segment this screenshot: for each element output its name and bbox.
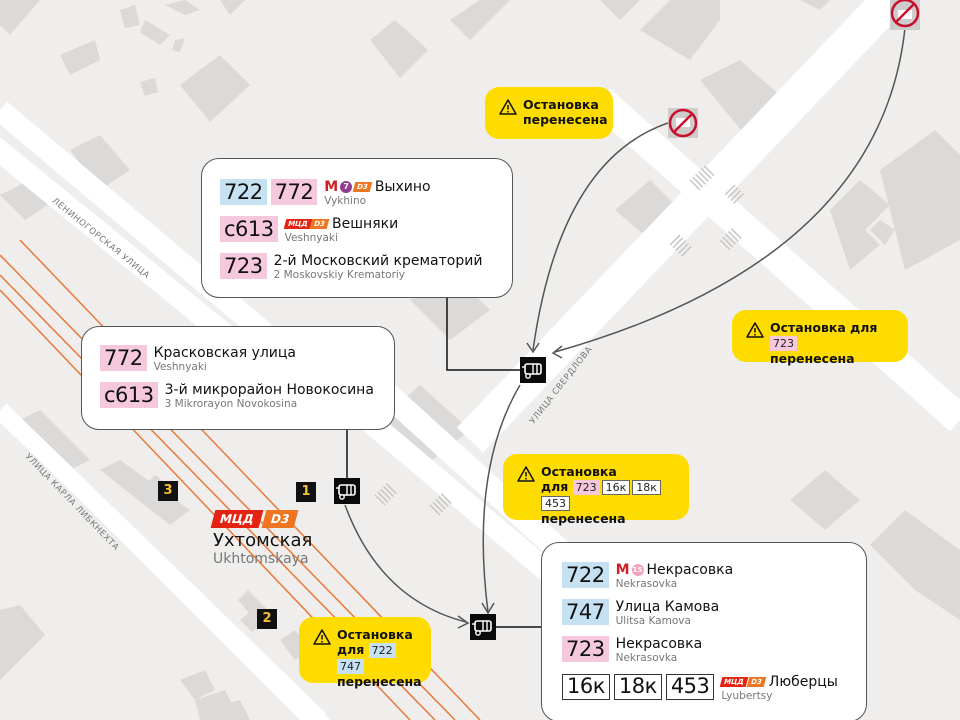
destination-row: 722 М 15 Некрасовка Nekrasovka bbox=[562, 562, 733, 590]
stop-name-latin: Veshnyaki bbox=[284, 232, 338, 244]
mcd-label: МЦД bbox=[210, 510, 264, 528]
stop-name: 2-й Московский крематорий bbox=[273, 253, 483, 269]
stop-name-latin: Veshnyaki bbox=[153, 361, 207, 373]
stop-name-latin: Ulitsa Kamova bbox=[615, 615, 691, 627]
warning-triangle-icon bbox=[313, 629, 331, 645]
alert-stop-moved-723: Остановка для 723 перенесена bbox=[732, 310, 908, 366]
bus-stop-icon[interactable] bbox=[334, 478, 360, 504]
stop-name-latin: 3 Mikrorayon Novokosina bbox=[164, 398, 298, 410]
destination-row: 722 772 М 7 D3 Выхино Vykhino bbox=[220, 179, 431, 207]
route-badge[interactable]: 16к bbox=[562, 674, 610, 700]
route-badge[interactable]: 453 bbox=[541, 496, 570, 511]
stop-name: Выхино bbox=[374, 179, 431, 195]
stop-name-latin: Nekrasovka bbox=[615, 652, 678, 664]
station-ukhtomskaya[interactable]: МЦД D3 Ухтомская Ukhtomskaya bbox=[210, 508, 313, 567]
route-badge[interactable]: 772 bbox=[100, 345, 147, 371]
d3-icon: D3 bbox=[352, 182, 373, 192]
stop-name-latin: Vykhino bbox=[324, 195, 367, 207]
alert-line: перенесена bbox=[541, 511, 626, 526]
stop-name: Некрасовка bbox=[646, 562, 734, 578]
alert-line: для bbox=[337, 642, 365, 657]
route-badge[interactable]: 772 bbox=[270, 179, 318, 205]
stop-card-left: 772 Красковская улица Veshnyaki с613 3-й… bbox=[81, 326, 395, 430]
alert-line: перенесена bbox=[337, 674, 422, 689]
route-badge[interactable]: 747 bbox=[337, 659, 364, 674]
destination-row: 747 Улица Камова Ulitsa Kamova bbox=[562, 599, 719, 627]
alert-stop-moved: Остановка перенесена bbox=[485, 87, 613, 139]
route-badge[interactable]: 453 bbox=[665, 674, 715, 700]
bus-stop-icon[interactable] bbox=[470, 614, 496, 640]
alert-line: Остановка bbox=[523, 97, 599, 112]
alert-line: для bbox=[541, 479, 569, 494]
d3-icon: D3 bbox=[746, 677, 767, 687]
route-badge[interactable]: 747 bbox=[562, 599, 609, 625]
route-badge[interactable]: 723 bbox=[770, 336, 797, 351]
mcd-icon: МЦД bbox=[720, 677, 749, 687]
exit-3-marker: 3 bbox=[158, 481, 178, 501]
d3-label: D3 bbox=[261, 510, 299, 528]
metro-icon: М bbox=[324, 179, 339, 195]
stop-name: Вешняки bbox=[332, 216, 399, 232]
exit-2-marker: 2 bbox=[257, 609, 277, 629]
stop-name: Люберцы bbox=[768, 674, 838, 690]
metro-icon: М bbox=[615, 562, 630, 578]
metro-line-7-icon: 7 bbox=[340, 181, 353, 193]
destination-row: 772 Красковская улица Veshnyaki bbox=[100, 345, 296, 373]
route-badge[interactable]: 18к bbox=[632, 480, 661, 495]
station-name: Ухтомская bbox=[213, 530, 313, 551]
stop-name: Некрасовка bbox=[615, 636, 703, 652]
stop-name-latin: 2 Moskovskiy Krematoriy bbox=[273, 269, 406, 281]
route-badge[interactable]: 723 bbox=[562, 636, 609, 662]
route-badge[interactable]: 16к bbox=[601, 480, 631, 495]
stop-name: Красковская улица bbox=[153, 345, 297, 361]
warning-triangle-icon bbox=[499, 99, 517, 115]
route-badge[interactable]: с613 bbox=[220, 216, 278, 242]
crosswalks bbox=[374, 165, 745, 516]
stop-name: 3-й микрорайон Новокосина bbox=[164, 382, 374, 398]
metro-line-15-icon: 15 bbox=[631, 564, 644, 576]
stop-name: Улица Камова bbox=[615, 599, 720, 615]
route-badge[interactable]: 722 bbox=[562, 562, 609, 588]
route-badge[interactable]: 722 bbox=[220, 179, 267, 205]
bus-stop-icon[interactable] bbox=[520, 357, 546, 383]
route-badge[interactable]: 18к bbox=[613, 674, 662, 700]
mcd-d3-logo: МЦД D3 bbox=[210, 510, 299, 528]
alert-line: перенесена bbox=[770, 351, 855, 366]
destination-row: 723 Некрасовка Nekrasovka bbox=[562, 636, 702, 664]
alert-line: Остановка bbox=[541, 464, 617, 479]
destination-row: с613 МЦД D3 Вешняки Veshnyaki bbox=[220, 216, 398, 244]
closed-bus-stop-icon[interactable] bbox=[668, 108, 698, 138]
alert-stop-moved-722-747: Остановка для 722 747 перенесена bbox=[299, 617, 431, 689]
alert-line: Остановка для bbox=[770, 320, 878, 335]
stop-name-latin: Lyubertsy bbox=[721, 690, 773, 702]
exit-1-marker: 1 bbox=[296, 482, 316, 502]
alert-line: Остановка bbox=[337, 627, 413, 642]
station-name-latin: Ukhtomskaya bbox=[213, 551, 309, 567]
stop-name-latin: Nekrasovka bbox=[615, 578, 678, 590]
alert-line: перенесена bbox=[523, 112, 608, 127]
destination-row: с613 3-й микрорайон Новокосина 3 Mikrora… bbox=[100, 382, 374, 410]
closed-bus-stop-icon[interactable] bbox=[890, 0, 920, 30]
d3-icon: D3 bbox=[310, 219, 330, 229]
warning-triangle-icon bbox=[746, 322, 764, 338]
route-badge[interactable]: с613 bbox=[100, 382, 158, 408]
route-badge[interactable]: 723 bbox=[220, 253, 267, 279]
route-badge[interactable]: 723 bbox=[572, 480, 600, 495]
destination-row: 723 2-й Московский крематорий 2 Moskovsk… bbox=[220, 253, 482, 281]
route-badge[interactable]: 722 bbox=[368, 643, 396, 658]
stop-card-top: 722 772 М 7 D3 Выхино Vykhino с613 МЦД D… bbox=[201, 158, 513, 298]
stop-card-bottom: 722 М 15 Некрасовка Nekrasovka 747 Улица… bbox=[541, 542, 867, 720]
destination-row: 16к 18к 453 МЦД D3 Люберцы Lyubertsy bbox=[562, 674, 838, 702]
mcd-icon: МЦД bbox=[283, 219, 312, 229]
warning-triangle-icon bbox=[517, 466, 535, 482]
